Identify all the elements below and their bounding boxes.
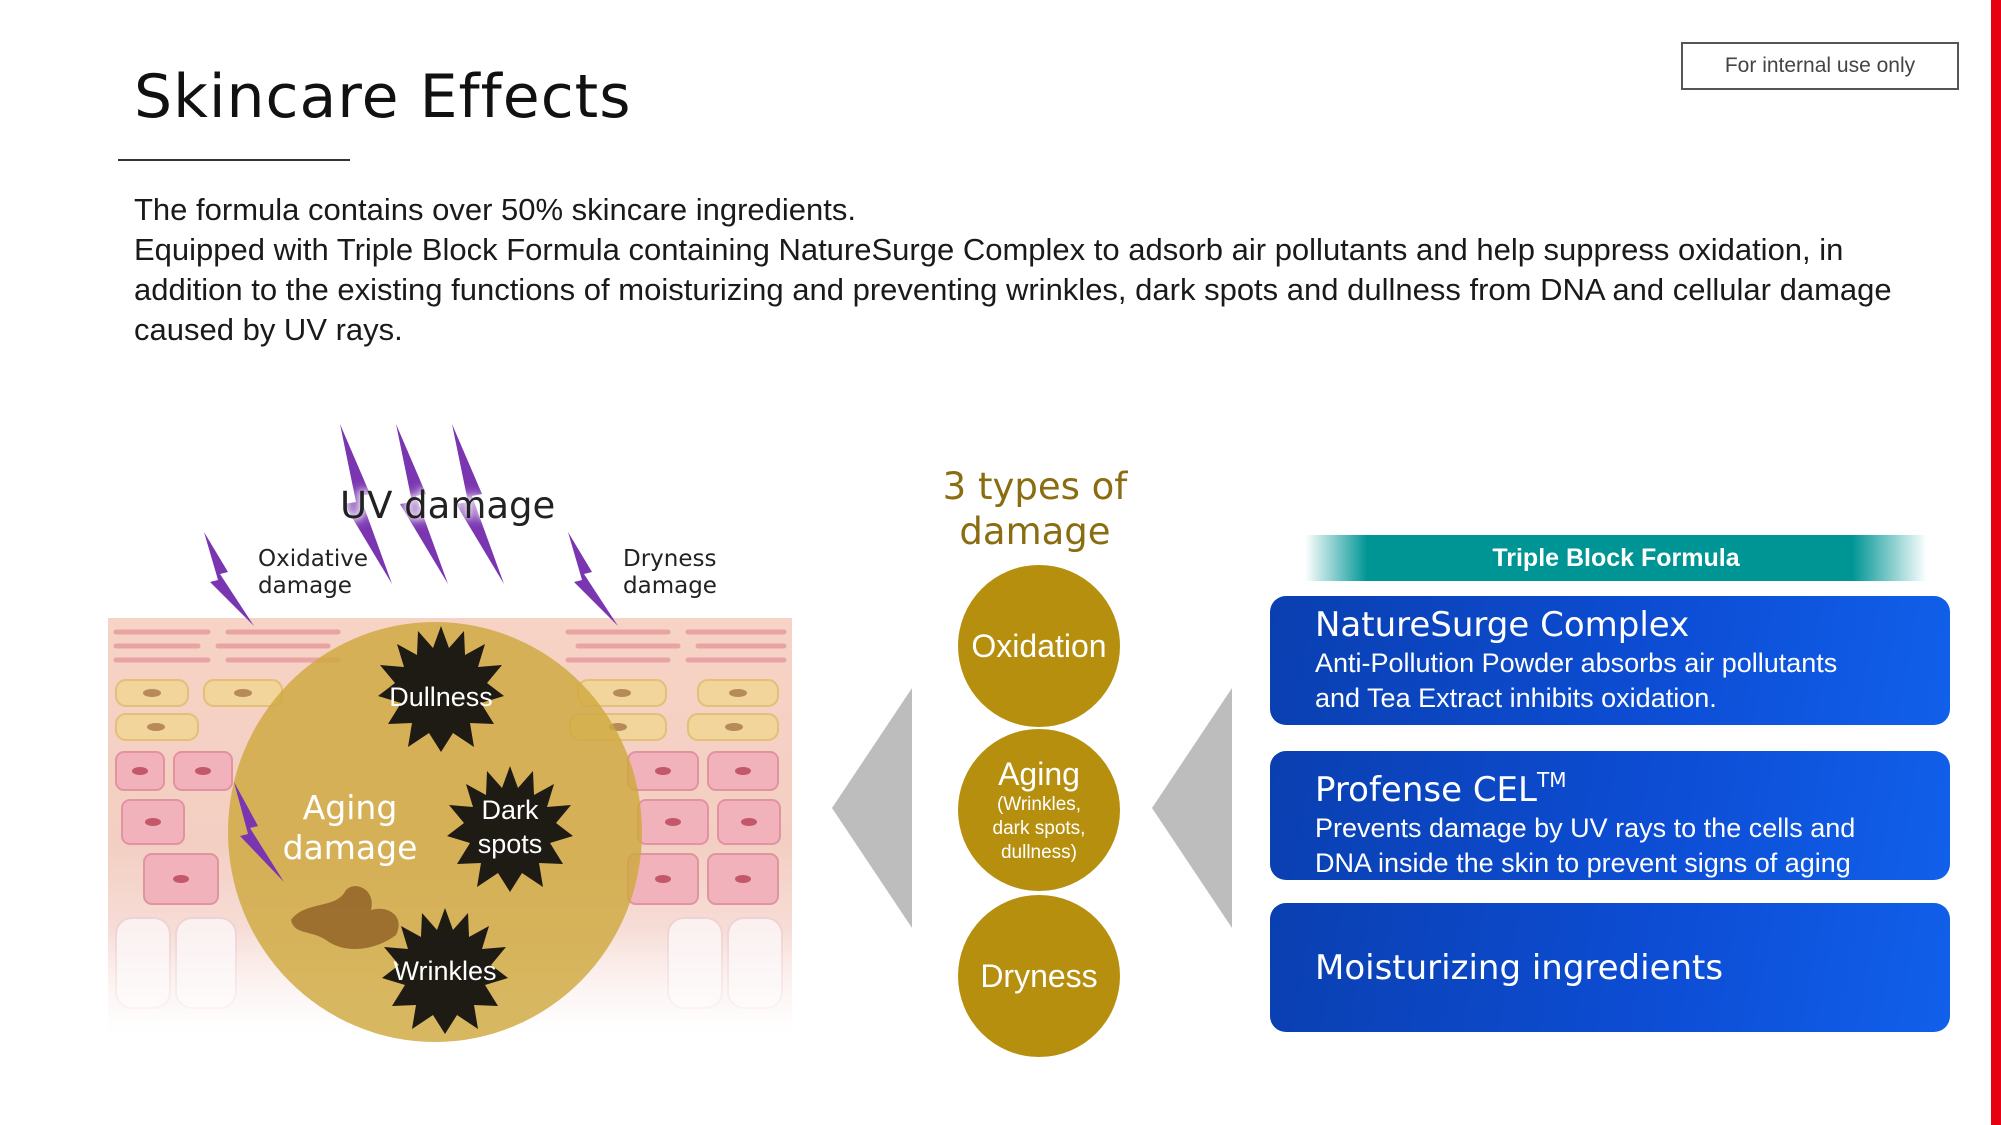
aging-circle-sub: (Wrinkles, dark spots, dullness) xyxy=(992,794,1086,863)
wrinkles-starburst xyxy=(382,908,508,1034)
internal-use-badge: For internal use only xyxy=(1681,42,1959,90)
oxidation-circle: Oxidation xyxy=(958,565,1120,727)
intro-text: The formula contains over 50% skincare i… xyxy=(134,190,1954,350)
aging-circle: Aging (Wrinkles, dark spots, dullness) xyxy=(958,729,1120,891)
dryness-circle: Dryness xyxy=(958,895,1120,1057)
uv-bolt-1-icon xyxy=(340,424,392,584)
uv-damage-title: UV damage xyxy=(340,484,556,527)
dryness-bolt-icon xyxy=(568,532,618,626)
dark-spots-starburst xyxy=(447,766,573,892)
dryness-circle-name: Dryness xyxy=(980,958,1098,994)
aging-circle-name: Aging xyxy=(998,756,1080,792)
naturesurge-name: NatureSurge Complex xyxy=(1315,605,1690,645)
oxidation-circle-name: Oxidation xyxy=(971,628,1107,664)
uv-bolt-3-icon xyxy=(452,424,504,584)
arrow-left-1-icon xyxy=(832,688,912,928)
uv-bolt-2-icon xyxy=(396,424,448,584)
arrow-left-2-icon xyxy=(1152,688,1232,928)
aging-damage-text: Aging damage xyxy=(282,788,418,867)
profense-name-wrapper: Profense CELTM xyxy=(1315,759,1905,811)
intro-line-1: The formula contains over 50% skincare i… xyxy=(134,192,856,227)
wrinkles-label: Wrinkles xyxy=(393,956,497,986)
damage-types-heading: 3 types of damage xyxy=(942,465,1128,553)
dryness-damage-label: Dryness damage xyxy=(623,546,717,599)
dark-spot-stain xyxy=(291,886,399,950)
moisturizing-card: Moisturizing ingredients xyxy=(1270,903,1950,1032)
oxidative-damage-label: Oxidative damage xyxy=(258,546,368,599)
trademark-mark: TM xyxy=(1536,768,1567,792)
aging-bolt-icon xyxy=(234,782,284,882)
intro-line-2: Equipped with Triple Block Formula conta… xyxy=(134,232,1892,347)
dullness-label: Dullness xyxy=(389,682,493,712)
profense-card: Profense CELTM Prevents damage by UV ray… xyxy=(1270,751,1950,880)
dullness-starburst xyxy=(378,626,504,752)
dark-spots-label: Dark spots xyxy=(477,795,543,859)
profense-name: Profense CEL xyxy=(1315,770,1537,810)
oxidative-bolt-icon xyxy=(204,532,254,626)
naturesurge-card: NatureSurge Complex Anti-Pollution Powde… xyxy=(1270,596,1950,725)
naturesurge-desc: Anti-Pollution Powder absorbs air pollut… xyxy=(1315,648,1838,713)
page-title: Skincare Effects xyxy=(134,62,632,132)
profense-desc: Prevents damage by UV rays to the cells … xyxy=(1315,813,1856,878)
triple-block-banner: Triple Block Formula xyxy=(1305,535,1927,581)
title-underline xyxy=(118,159,350,161)
red-edge-stripe xyxy=(1991,0,2001,1125)
aging-damage-label: Aging damage xyxy=(280,788,420,868)
moisturizing-name: Moisturizing ingredients xyxy=(1315,947,1724,988)
